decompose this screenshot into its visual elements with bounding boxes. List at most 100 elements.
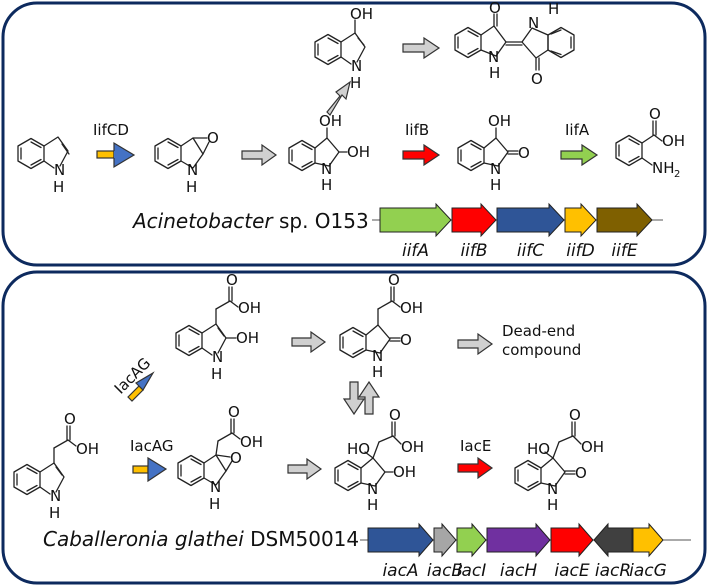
gene-label-iacA: iacA	[382, 561, 418, 581]
gene-arrow-iacA	[367, 522, 434, 558]
svg-text:H: H	[490, 176, 501, 194]
svg-text:O: O	[207, 129, 219, 147]
svg-text:HO: HO	[347, 440, 370, 458]
reaction-arrow-gray-indigo	[402, 36, 441, 60]
equilibrium-arrow-down	[342, 381, 366, 416]
indole-epoxide-structure: O N H	[154, 129, 219, 196]
gene-arrow-iacG	[632, 522, 664, 558]
svg-text:O: O	[518, 144, 530, 162]
svg-text:N: N	[528, 14, 539, 32]
svg-text:N: N	[488, 48, 499, 66]
organism-label-acinetobacter: Acinetobacter sp. O153	[131, 209, 369, 233]
indole-structure: N H	[17, 136, 70, 196]
panel-caballeronia	[1, 270, 707, 585]
svg-text:OH: OH	[238, 299, 261, 317]
svg-text:O: O	[64, 410, 76, 428]
enzyme-label-iifb: IifB	[405, 121, 429, 139]
svg-text:H: H	[489, 64, 500, 82]
enzyme-label-iace: IacE	[460, 437, 491, 455]
svg-text:OH: OH	[581, 438, 604, 456]
svg-text:OH: OH	[240, 433, 263, 451]
gene-arrow-iacB	[433, 522, 457, 558]
svg-text:N: N	[321, 160, 332, 178]
dioxindole-acetic-acid-structure: O OH HO O N H	[514, 406, 604, 514]
gene-arrow-iifC	[496, 202, 565, 238]
gene-arrow-iifE	[596, 202, 653, 238]
svg-text:NH: NH	[652, 159, 675, 177]
iaa-epoxide-structure: O OH O N H	[177, 403, 263, 513]
svg-text:N: N	[212, 348, 223, 366]
reaction-arrow-gray-diol	[287, 457, 323, 481]
gene-label-iacG: iacG	[629, 561, 667, 581]
reaction-arrow-iacag-diagonal	[127, 371, 155, 402]
svg-text:OH: OH	[350, 5, 373, 23]
reaction-arrow-iacag	[132, 456, 168, 483]
svg-text:OH: OH	[319, 112, 342, 130]
gene-label-iacB: iacB	[427, 561, 463, 581]
dead-end-label-line1: Dead-end	[502, 322, 575, 340]
svg-text:O: O	[226, 271, 238, 289]
enzyme-label-iifa: IifA	[565, 121, 590, 139]
svg-text:OH: OH	[488, 112, 511, 130]
gene-arrow-iacR	[593, 522, 633, 558]
gene-label-iifC: iifC	[517, 241, 544, 261]
enzyme-label-iacag: IacAG	[130, 437, 173, 455]
svg-text:OH: OH	[393, 463, 416, 481]
anthranilate-structure: O OH NH 2	[615, 105, 685, 180]
svg-text:H: H	[547, 496, 558, 514]
gene-arrow-iacI	[456, 522, 487, 558]
svg-text:H: H	[367, 496, 378, 514]
svg-text:N: N	[372, 347, 383, 365]
gene-label-iifA: iifA	[402, 241, 429, 261]
svg-text:O: O	[388, 271, 400, 289]
gene-arrow-iifA	[379, 202, 452, 238]
svg-text:OH: OH	[347, 143, 370, 161]
gene-label-iifB: iifB	[460, 241, 487, 261]
dioxindole-structure: OH O N H	[457, 112, 530, 194]
svg-text:H: H	[49, 504, 60, 522]
svg-text:N: N	[490, 160, 501, 178]
dead-end-label-line2: compound	[502, 341, 581, 359]
indole-diol-structure: OH OH N H	[288, 112, 370, 194]
2-hydroxy-iaa-structure: O OH OH N H	[175, 271, 261, 383]
gene-label-iifE: iifE	[611, 241, 637, 261]
svg-text:H: H	[548, 0, 559, 18]
reaction-arrow-gray-dead-end	[457, 332, 494, 356]
svg-text:O: O	[489, 0, 501, 17]
gene-arrow-iacH	[486, 522, 551, 558]
reaction-arrow-iifb	[402, 143, 441, 167]
svg-text:N: N	[367, 480, 378, 498]
svg-text:OH: OH	[236, 329, 259, 347]
dihydroxy-iaa-structure: O OH HO OH N H	[334, 406, 424, 514]
enzyme-label-iifcd: IifCD	[93, 121, 129, 139]
gene-label-iacR: iacR	[595, 561, 631, 581]
svg-text:H: H	[53, 178, 64, 196]
reaction-arrow-iifa	[560, 143, 599, 167]
svg-text:N: N	[547, 480, 558, 498]
svg-text:N: N	[210, 478, 221, 496]
svg-text:O: O	[649, 105, 661, 123]
gene-label-iacE: iacE	[554, 561, 589, 581]
gene-arrow-iifB	[451, 202, 497, 238]
svg-text:O: O	[575, 464, 587, 482]
equilibrium-arrow-up	[357, 380, 381, 415]
svg-text:O: O	[389, 406, 401, 424]
gene-arrow-iifD	[564, 202, 597, 238]
svg-text:O: O	[531, 70, 543, 88]
svg-text:HO: HO	[527, 440, 550, 458]
svg-text:O: O	[228, 403, 240, 421]
svg-text:OH: OH	[662, 132, 685, 150]
reaction-arrow-gray-up	[326, 80, 351, 116]
gene-label-iifD: iifD	[566, 241, 595, 261]
reaction-arrow-iace	[457, 456, 494, 480]
svg-text:OH: OH	[401, 438, 424, 456]
panel-acinetobacter	[1, 1, 707, 267]
organism-label-caballeronia: Caballeronia glathei DSM50014	[43, 527, 359, 551]
indoxyl-structure: OH N H	[314, 5, 373, 92]
svg-text:O: O	[230, 449, 242, 467]
svg-text:O: O	[400, 331, 412, 349]
reaction-arrow-gray	[241, 143, 278, 167]
svg-text:H: H	[350, 74, 361, 92]
